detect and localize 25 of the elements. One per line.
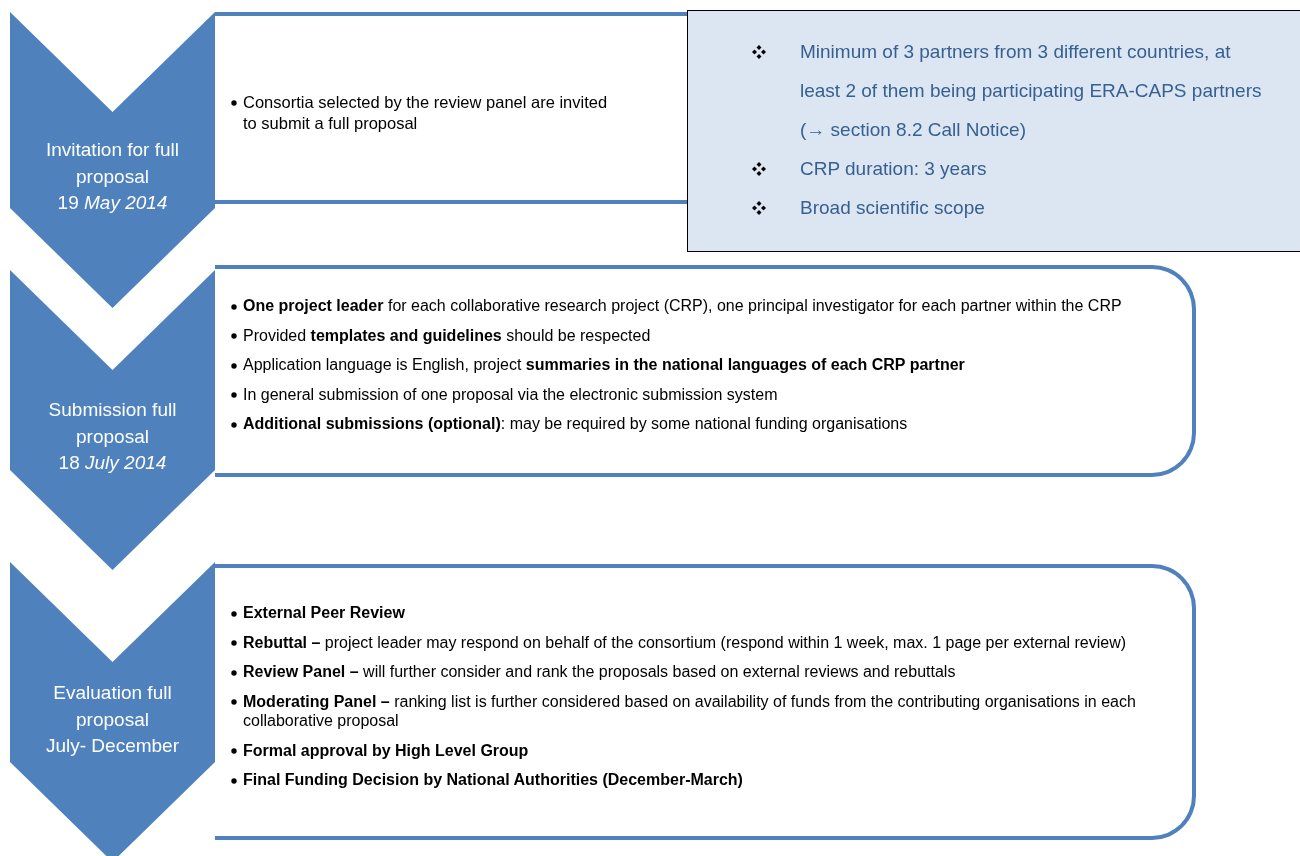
step-label: 19 May 2014: [56, 191, 169, 216]
content-box: [215, 265, 1196, 477]
content-box: [215, 564, 1196, 840]
note-box: [687, 10, 1300, 252]
bullet-text: Provided templates and guidelines should be respected: [243, 325, 651, 346]
content-box: [215, 12, 687, 204]
step-label: Invitation for full proposal: [44, 138, 181, 189]
bullet-text: One project leader for each collaborative research project (CRP), one principal investigator for each partner within the CRP: [243, 296, 1122, 316]
bullet-text: Additional submissions (optional): may be required by some national funding organisations: [243, 414, 908, 434]
bullet-text: Minimum of 3 partners from 3 different countries, at least 2 of them being participating ERA-CAPS partners (→ section 8.2 Call Notice): [800, 40, 1263, 142]
bullet-text: Formal approval by High Level Group: [243, 740, 529, 761]
bullet-text: Broad scientific scope: [800, 195, 985, 220]
bullet-text: Consortia selected by the review panel are invited to submit a full proposal: [243, 92, 609, 134]
step-label: 18 July 2014: [57, 451, 168, 476]
bullet-text: In general submission of one proposal via the electronic submission system: [243, 384, 778, 405]
bullet-text: Rebuttal – project leader may respond on behalf of the consortium (respond within 1 week, max. 1 page per external review): [243, 632, 1127, 653]
bullet-text: Moderating Panel – ranking list is further considered based on availability of funds from the contributing organisations in each collaborative proposal: [243, 691, 1137, 731]
bullet-text: Application language is English, project summaries in the national languages of each CRP partner: [243, 355, 965, 375]
step-label: July- December: [44, 734, 180, 759]
step-label: Evaluation full proposal: [52, 681, 173, 732]
bullet-text: External Peer Review: [243, 603, 405, 623]
bullet-text: CRP duration: 3 years: [800, 156, 987, 181]
bullet-text: Review Panel – will further consider and rank the proposals based on external reviews and rebuttals: [243, 662, 956, 682]
bullet-text: Final Funding Decision by National Authorities (December-March): [243, 770, 743, 790]
step-label: Submission full proposal: [47, 398, 178, 449]
